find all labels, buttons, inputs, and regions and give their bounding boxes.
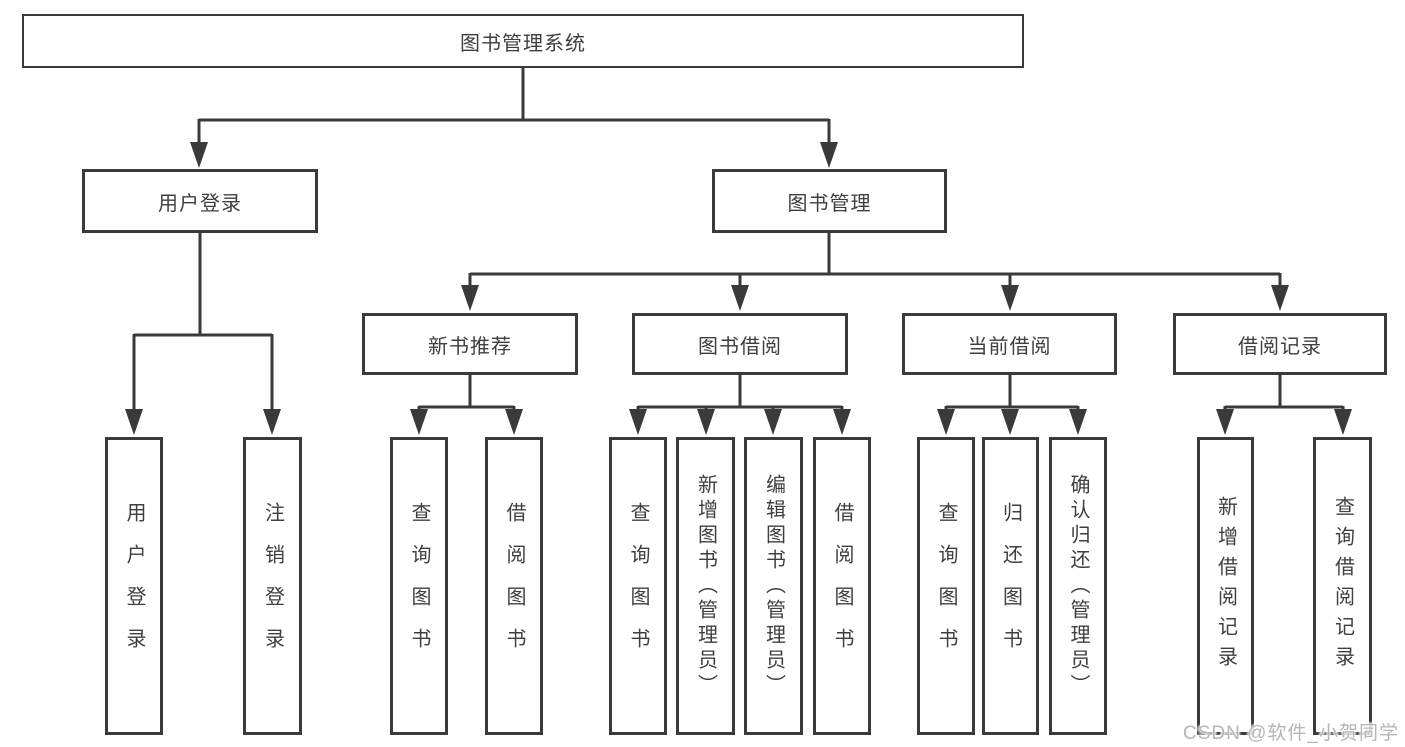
node-label: 图书管理系统 (460, 32, 586, 55)
node-book-management: 图书管理 (712, 169, 947, 233)
leaf-borrow-books-borrowing: 借阅图书 (813, 437, 871, 735)
leaf-query-books-borrowing: 查询图书 (609, 437, 667, 735)
node-label: 编辑图书（管理员） (762, 473, 785, 699)
node-book-borrowing: 图书借阅 (632, 313, 848, 375)
leaf-query-books-recommend: 查询图书 (390, 437, 448, 735)
node-new-book-recommend: 新书推荐 (362, 313, 578, 375)
leaf-edit-books-admin: 编辑图书（管理员） (744, 437, 803, 735)
node-label: 查询图书 (627, 502, 649, 670)
node-borrow-records: 借阅记录 (1173, 313, 1387, 375)
leaf-borrow-books-recommend: 借阅图书 (485, 437, 543, 735)
leaf-logout: 注销登录 (243, 437, 302, 735)
node-label: 借阅图书 (831, 502, 853, 670)
leaf-add-borrow-record: 新增借阅记录 (1197, 437, 1254, 735)
node-label: 借阅记录 (1238, 335, 1322, 358)
leaf-confirm-return-admin: 确认归还（管理员） (1049, 437, 1107, 735)
node-library-system: 图书管理系统 (22, 14, 1024, 68)
node-label: 新增借阅记录 (1214, 496, 1237, 676)
leaf-query-borrow-record: 查询借阅记录 (1313, 437, 1372, 735)
leaf-add-books-admin: 新增图书（管理员） (676, 437, 735, 735)
leaf-query-books-current: 查询图书 (917, 437, 975, 735)
node-label: 借阅图书 (503, 502, 525, 670)
csdn-watermark: CSDN @软件_小贺同学 (1183, 723, 1399, 744)
leaf-user-login: 用户登录 (105, 437, 163, 735)
node-label: 图书借阅 (698, 335, 782, 358)
leaf-return-books: 归还图书 (982, 437, 1039, 735)
node-label: 当前借阅 (967, 335, 1052, 358)
node-label: 用户登录 (123, 502, 145, 670)
node-label: 查询借阅记录 (1331, 496, 1354, 676)
node-label: 图书管理 (787, 192, 872, 215)
node-label: 用户登录 (158, 192, 242, 215)
arrowheads (125, 142, 1352, 435)
node-label: 新书推荐 (428, 335, 512, 358)
node-current-borrowing: 当前借阅 (902, 313, 1117, 375)
node-label: 查询图书 (935, 502, 957, 670)
node-label: 查询图书 (408, 502, 430, 670)
node-label: 确认归还（管理员） (1067, 473, 1089, 699)
node-user-login: 用户登录 (82, 169, 318, 233)
node-label: 新增图书（管理员） (694, 473, 717, 699)
node-label: 注销登录 (261, 502, 284, 670)
node-label: 归还图书 (999, 502, 1022, 670)
